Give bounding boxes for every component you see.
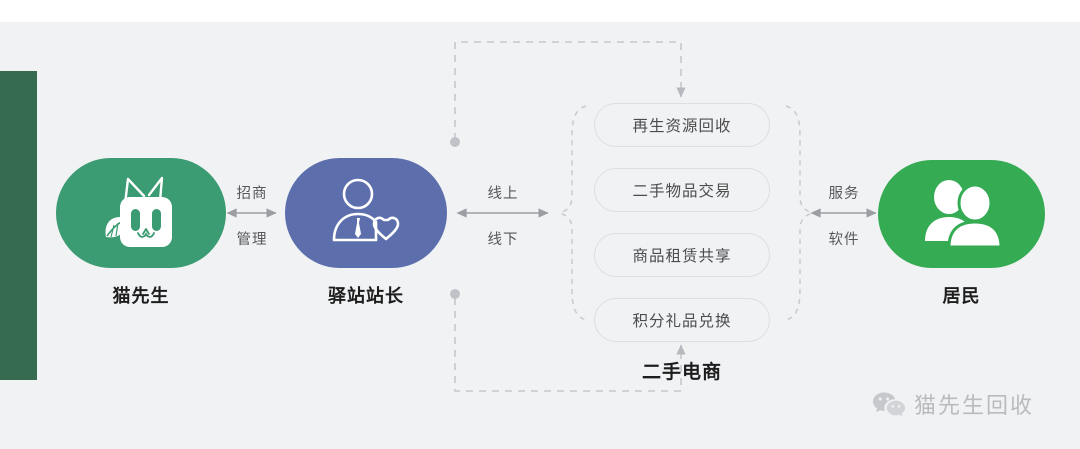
service-pill-1[interactable]: 二手物品交易 bbox=[594, 168, 770, 212]
watermark-text: 猫先生回收 bbox=[914, 393, 1035, 418]
service-pill-label: 商品租赁共享 bbox=[632, 248, 732, 265]
platform-group-label: 二手电商 bbox=[641, 362, 722, 383]
actor-node-residents[interactable] bbox=[878, 160, 1045, 268]
relation-label-platform-residents-bottom: 软件 bbox=[828, 232, 860, 248]
wechat-icon bbox=[873, 392, 905, 417]
relation-label-cat-station-top: 招商 bbox=[236, 186, 268, 202]
actor-label-residents: 居民 bbox=[942, 286, 981, 306]
actor-label-station-master: 驿站站长 bbox=[328, 286, 404, 306]
top-white-band bbox=[0, 0, 1080, 22]
relation-label-station-platform-top: 线上 bbox=[487, 186, 519, 202]
bracket-right bbox=[785, 105, 815, 321]
watermark: 猫先生回收 bbox=[872, 388, 1034, 420]
relation-label-cat-station-bottom: 管理 bbox=[236, 232, 268, 248]
service-pill-3[interactable]: 积分礼品兑换 bbox=[594, 298, 770, 342]
relation-label-platform-residents-top: 服务 bbox=[828, 186, 860, 202]
service-pill-label: 二手物品交易 bbox=[632, 183, 732, 200]
station-master-icon bbox=[332, 178, 400, 242]
actor-label-mr-cat: 猫先生 bbox=[112, 286, 170, 306]
bracket-left bbox=[557, 105, 587, 321]
service-pill-label: 积分礼品兑换 bbox=[632, 313, 732, 330]
service-pill-0[interactable]: 再生资源回收 bbox=[594, 103, 770, 147]
service-pill-label: 再生资源回收 bbox=[632, 118, 732, 135]
service-pill-2[interactable]: 商品租赁共享 bbox=[594, 233, 770, 277]
left-accent-bar bbox=[0, 71, 37, 380]
residents-icon bbox=[924, 180, 1003, 249]
cat-icon bbox=[105, 176, 172, 247]
actor-node-station-master[interactable] bbox=[285, 158, 447, 268]
actor-node-mr-cat[interactable] bbox=[56, 158, 226, 268]
relation-label-station-platform-bottom: 线下 bbox=[487, 232, 519, 248]
